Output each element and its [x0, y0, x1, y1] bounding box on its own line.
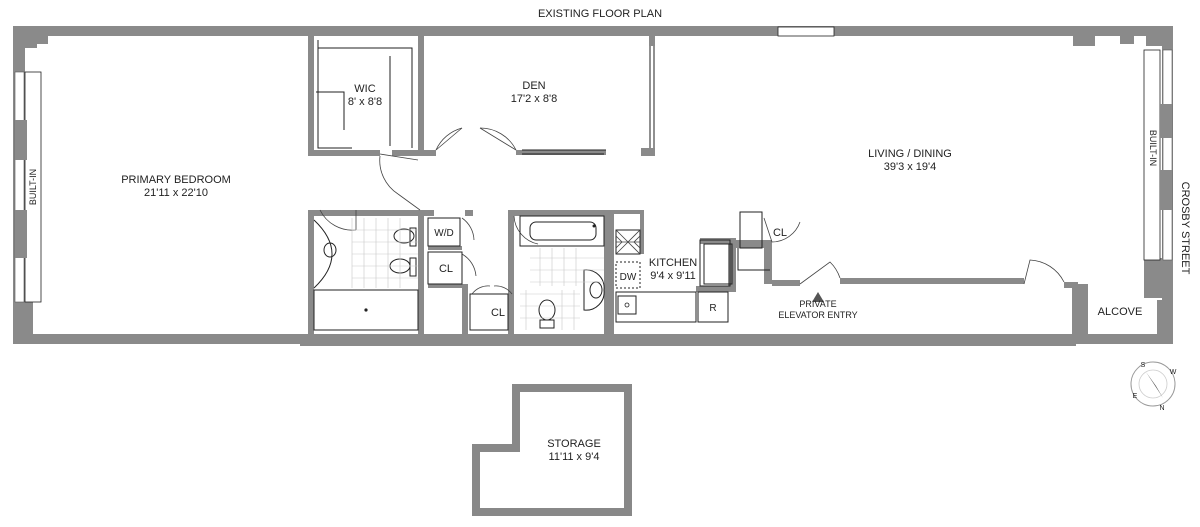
kitchen-name: KITCHEN	[649, 257, 697, 269]
room-labels: PRIMARY BEDROOM 21'11 x 22'10 WIC 8' x 8…	[28, 80, 1191, 463]
compass-w: W	[1170, 369, 1177, 376]
plan-title: EXISTING FLOOR PLAN	[538, 8, 662, 20]
bathroom-tiles	[351, 218, 604, 330]
closet-label-1: CL	[439, 263, 453, 275]
closet-label-3: CL	[773, 227, 787, 239]
interior-walls	[308, 36, 1078, 334]
closets	[427, 211, 770, 331]
wd-label: W/D	[434, 228, 453, 239]
closet-label-2: CL	[491, 307, 505, 319]
storage-room	[472, 384, 632, 516]
elevator-label-line1: PRIVATE	[799, 299, 836, 309]
windows	[14, 26, 1173, 303]
living-dining-size: 39'3 x 19'4	[884, 161, 937, 173]
compass-icon	[1130, 361, 1176, 407]
refrigerator-label: R	[709, 303, 716, 314]
built-in-right-label: BUILT-IN	[1148, 130, 1158, 166]
primary-bedroom-name: PRIMARY BEDROOM	[121, 174, 231, 186]
wic-size: 8' x 8'8	[348, 96, 382, 108]
compass-e: E	[1133, 393, 1138, 400]
exterior-walls	[13, 26, 1173, 346]
kitchen-appliances	[615, 229, 641, 315]
compass-n: N	[1159, 405, 1164, 412]
elevator-label-line2: ELEVATOR ENTRY	[778, 310, 857, 320]
elevator-entry-icon	[812, 292, 824, 302]
wic-shelving	[316, 40, 413, 149]
wic-name: WIC	[354, 83, 375, 95]
street-label: CROSBY STREET	[1179, 182, 1191, 275]
den-name: DEN	[522, 80, 545, 92]
storage-name: STORAGE	[547, 438, 601, 450]
kitchen-size: 9'4 x 9'11	[650, 270, 696, 282]
dishwasher-label: DW	[620, 272, 637, 283]
alcove-name: ALCOVE	[1098, 306, 1143, 318]
built-in-left-label: BUILT-IN	[28, 169, 38, 205]
den-size: 17'2 x 8'8	[511, 93, 557, 105]
doors	[319, 127, 1065, 295]
storage-size: 11'11 x 9'4	[549, 451, 600, 463]
primary-bedroom-size: 21'11 x 22'10	[144, 187, 208, 199]
compass-s: S	[1141, 362, 1146, 369]
bathroom-fixtures	[313, 215, 605, 331]
living-dining-name: LIVING / DINING	[868, 148, 952, 160]
